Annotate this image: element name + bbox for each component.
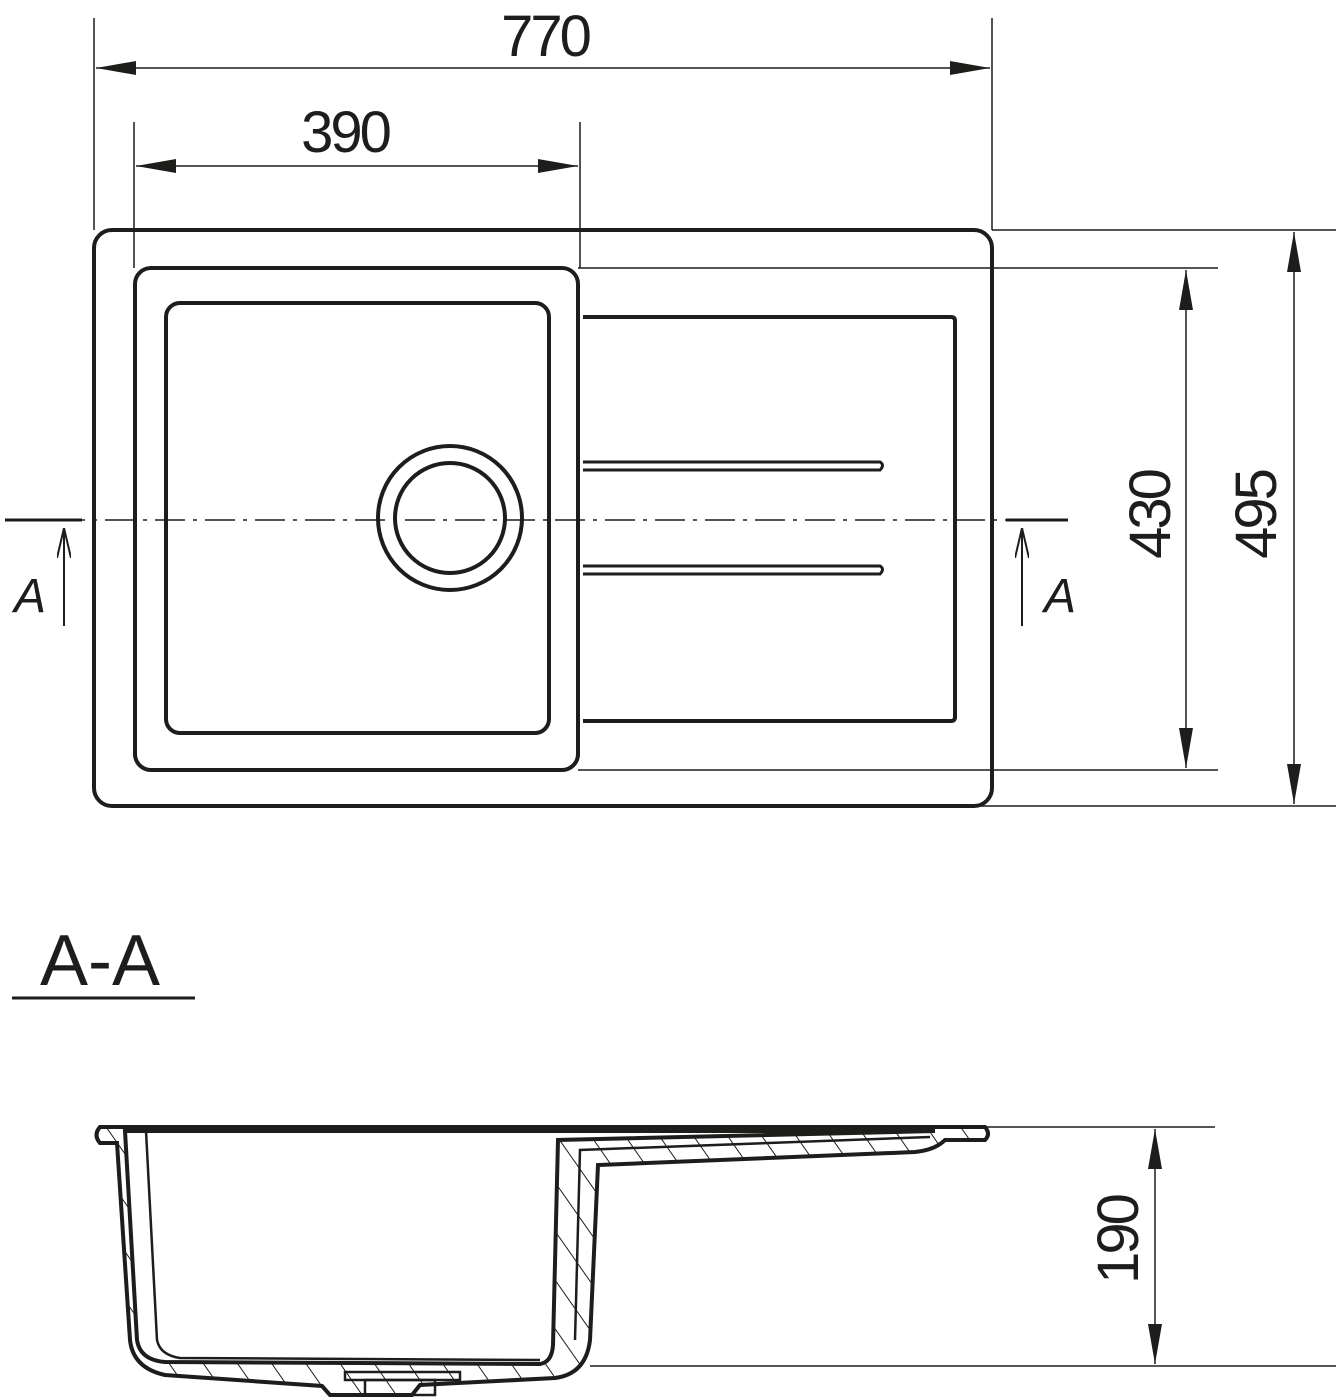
section-label: A: [1041, 570, 1076, 623]
bowl-rim: [133, 266, 580, 772]
dimension-overall-depth: 495: [960, 229, 1336, 807]
sink-plan-view: [92, 228, 994, 808]
sink-shell-section: [94, 1125, 990, 1397]
sink-section-view: [94, 1125, 990, 1397]
section-title: A-A: [12, 921, 195, 1001]
inner-layer: [573, 1135, 931, 1341]
inner-layer: [144, 1130, 541, 1362]
drain-outlet: [363, 1378, 437, 1397]
dimension-bowl-width: 390: [133, 100, 581, 268]
dimension-label-190: 190: [1086, 1195, 1151, 1284]
section-marker-right: A: [1006, 518, 1076, 626]
drain-inner: [393, 461, 507, 575]
dimension-section-height: 190: [590, 1126, 1336, 1367]
dimension-overall-width: 770: [93, 4, 993, 230]
dimension-label-495: 495: [1224, 470, 1289, 559]
dimension-label-430: 430: [1118, 470, 1183, 559]
section-label: A: [11, 570, 46, 623]
dimension-label-390: 390: [301, 100, 390, 165]
section-marker-left: A: [5, 518, 82, 626]
dimension-bowl-depth: 430: [578, 267, 1218, 771]
drain-outer: [376, 444, 524, 592]
section-title-text: A-A: [40, 921, 160, 1001]
drainboard-groove: [583, 460, 884, 472]
drainboard: [583, 315, 957, 723]
dimension-label-770: 770: [501, 4, 590, 69]
drainboard-groove: [583, 564, 884, 576]
sink-outline: [92, 228, 994, 808]
bowl-basin: [164, 301, 551, 735]
